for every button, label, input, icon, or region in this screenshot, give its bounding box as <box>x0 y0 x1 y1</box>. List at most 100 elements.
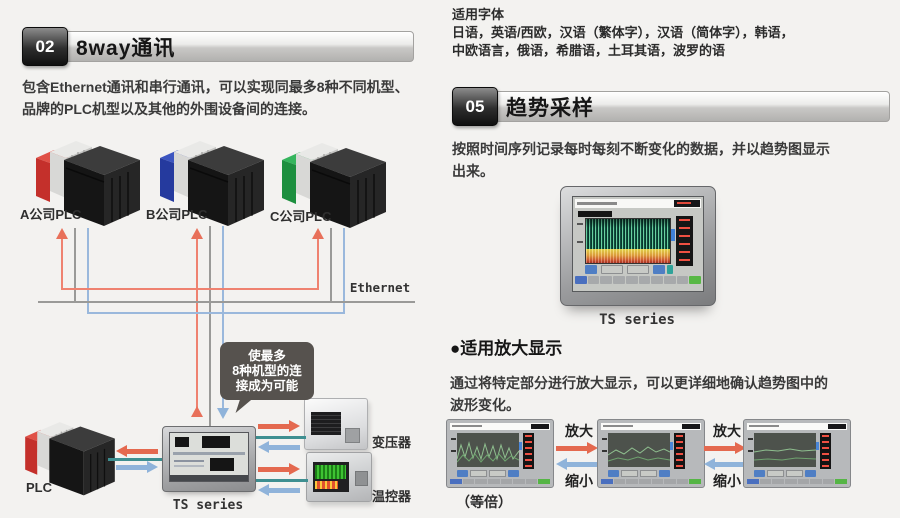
red-line-c <box>317 238 319 290</box>
trend-screen-titlebar <box>575 199 701 208</box>
arrow-from-temp-icon <box>258 484 300 497</box>
zoom-description-line2: 波形变化。 <box>450 397 520 413</box>
callout-line2: 8种机型的连 <box>232 364 302 378</box>
hmi-left-screen-block2 <box>202 436 230 448</box>
hmi-left-screen-toolbar <box>170 475 248 481</box>
mini-graph-busy <box>456 433 520 467</box>
zoom-out-label-1: 缩小 <box>565 473 593 489</box>
hmi-left-screen-line1 <box>174 460 204 462</box>
mini-graph-medium <box>607 433 671 467</box>
comm-description-line2: 品牌的PLC机型以及其他的外围设备间的连接。 <box>22 101 316 117</box>
trend-btn-gray1 <box>601 265 623 274</box>
transformer-terminal <box>345 428 360 443</box>
temp-controller-label: 温控器 <box>372 489 412 504</box>
callout-bubble: 使最多 8种机型的连 接成为可能 <box>220 342 314 400</box>
trend-description-line1: 按照时间序列记录每时每刻不断变化的数据，并以趋势图显示 <box>452 141 830 157</box>
down-arrowhead-hmi-icon <box>217 408 229 419</box>
header-bar <box>50 31 414 62</box>
zoom-out-label-2: 缩小 <box>713 473 741 489</box>
temp-controller-terminal <box>355 471 368 486</box>
up-arrowhead-hmi-icon <box>191 406 203 417</box>
mini-graph-flat <box>753 433 817 467</box>
arrow-to-temp-icon <box>258 463 300 476</box>
zoom-feature-heading: ●适用放大显示 <box>450 339 563 358</box>
up-arrowhead-a-icon <box>56 228 68 239</box>
trend-btn-gray2 <box>627 265 649 274</box>
hmi-device-left <box>162 426 256 492</box>
trend-key-row <box>575 276 702 284</box>
trend-description: 按照时间序列记录每时每刻不断变化的数据，并以趋势图显示 出来。 <box>452 138 892 182</box>
gray-line-b <box>209 226 211 428</box>
header-bar <box>480 91 890 122</box>
cable-temp-controller <box>252 479 308 482</box>
trend-side-buttons <box>676 216 693 266</box>
hmi-device-trend <box>560 186 716 306</box>
section-header-trend: 05 趋势采样 <box>452 87 890 127</box>
zoom-description-line1: 通过将特定部分进行放大显示，可以更详细地确认趋势图中的 <box>450 375 828 391</box>
trend-screen <box>572 196 704 292</box>
up-arrowhead-b-icon <box>191 228 203 239</box>
plc-b-stack <box>160 141 264 226</box>
font-note-line2: 中欧语言，俄语，希腊语，土耳其语，波罗的语 <box>452 43 726 58</box>
plc-a-label: A公司PLC <box>20 207 82 222</box>
arrow-to-transformer-icon <box>258 420 300 433</box>
trend-screenshot-zoom2 <box>743 419 851 488</box>
callout-line1: 使最多 <box>248 349 286 363</box>
hmi-left-screen-row <box>173 452 245 455</box>
up-arrowhead-c-icon <box>312 228 324 239</box>
trend-screenshot-zoom1 <box>597 419 705 488</box>
trend-blue-tab <box>671 229 675 241</box>
zoom-in-label-2: 放大 <box>713 423 741 439</box>
blue-line-c <box>343 228 345 313</box>
hmi-left-screen-block1 <box>175 437 189 447</box>
temp-display-green <box>315 465 346 479</box>
y-tick1 <box>577 223 583 225</box>
trend-device-label: TS series <box>599 312 675 328</box>
blue-line-a <box>87 228 89 313</box>
section-number-badge: 05 <box>452 87 498 126</box>
trend-screen-title-text <box>577 202 617 205</box>
zoom-out-arrow-1-icon <box>556 458 598 471</box>
blue-bus-line <box>87 312 345 314</box>
trend-button-row <box>585 265 673 274</box>
zoom-out-arrow-2-icon <box>704 458 746 471</box>
hmi-left-screen-block3 <box>210 458 234 471</box>
font-note-line1: 日语，英语/西欧，汉语（繁体字），汉语（简体字），韩语， <box>452 25 794 40</box>
font-note-title: 适用字体 <box>452 7 505 22</box>
red-line-a <box>61 238 63 290</box>
trend-btn-blue1 <box>585 265 597 274</box>
arrow-from-transformer-icon <box>258 441 300 454</box>
plc-c-label: C公司PLC <box>270 209 332 224</box>
trend-screen-title-button <box>674 200 700 207</box>
trend-graph-spectrum <box>586 219 670 249</box>
transformer-vent <box>311 412 341 435</box>
plc-bottom-label: PLC <box>26 480 52 495</box>
arrow-from-plc-icon <box>116 461 158 474</box>
trend-screen-tag <box>578 211 612 217</box>
gray-line-c <box>330 228 332 302</box>
trend-btn-teal <box>667 265 673 274</box>
transformer-device <box>304 398 368 450</box>
arrow-to-plc-icon <box>116 445 158 458</box>
temp-controller-device <box>306 452 372 502</box>
comm-description: 包含Ethernet通讯和串行通讯，可以实现同最多8种不同机型、 品牌的PLC机… <box>22 76 426 120</box>
zoom-in-arrow-1-icon <box>556 442 598 455</box>
temp-display-orange <box>315 481 338 489</box>
hmi-left-screen <box>169 432 249 482</box>
trend-btn-blue2 <box>653 265 665 274</box>
blue-line-b <box>222 226 224 408</box>
equal-scale-label: （等倍） <box>456 494 512 510</box>
trend-description-line2: 出来。 <box>452 163 494 179</box>
plc-c-stack <box>282 143 386 228</box>
trend-graph <box>585 218 671 264</box>
ethernet-bus-line <box>38 301 415 303</box>
hmi-left-screen-line2 <box>174 465 204 467</box>
cable-plc <box>108 458 164 461</box>
callout-line3: 接成为可能 <box>235 379 299 393</box>
comm-description-line1: 包含Ethernet通讯和串行通讯，可以实现同最多8种不同机型、 <box>22 79 409 95</box>
section-number-badge: 02 <box>22 27 68 66</box>
cable-transformer <box>252 436 306 439</box>
gray-line-a <box>74 228 76 302</box>
trend-screenshot-equal <box>446 419 554 488</box>
